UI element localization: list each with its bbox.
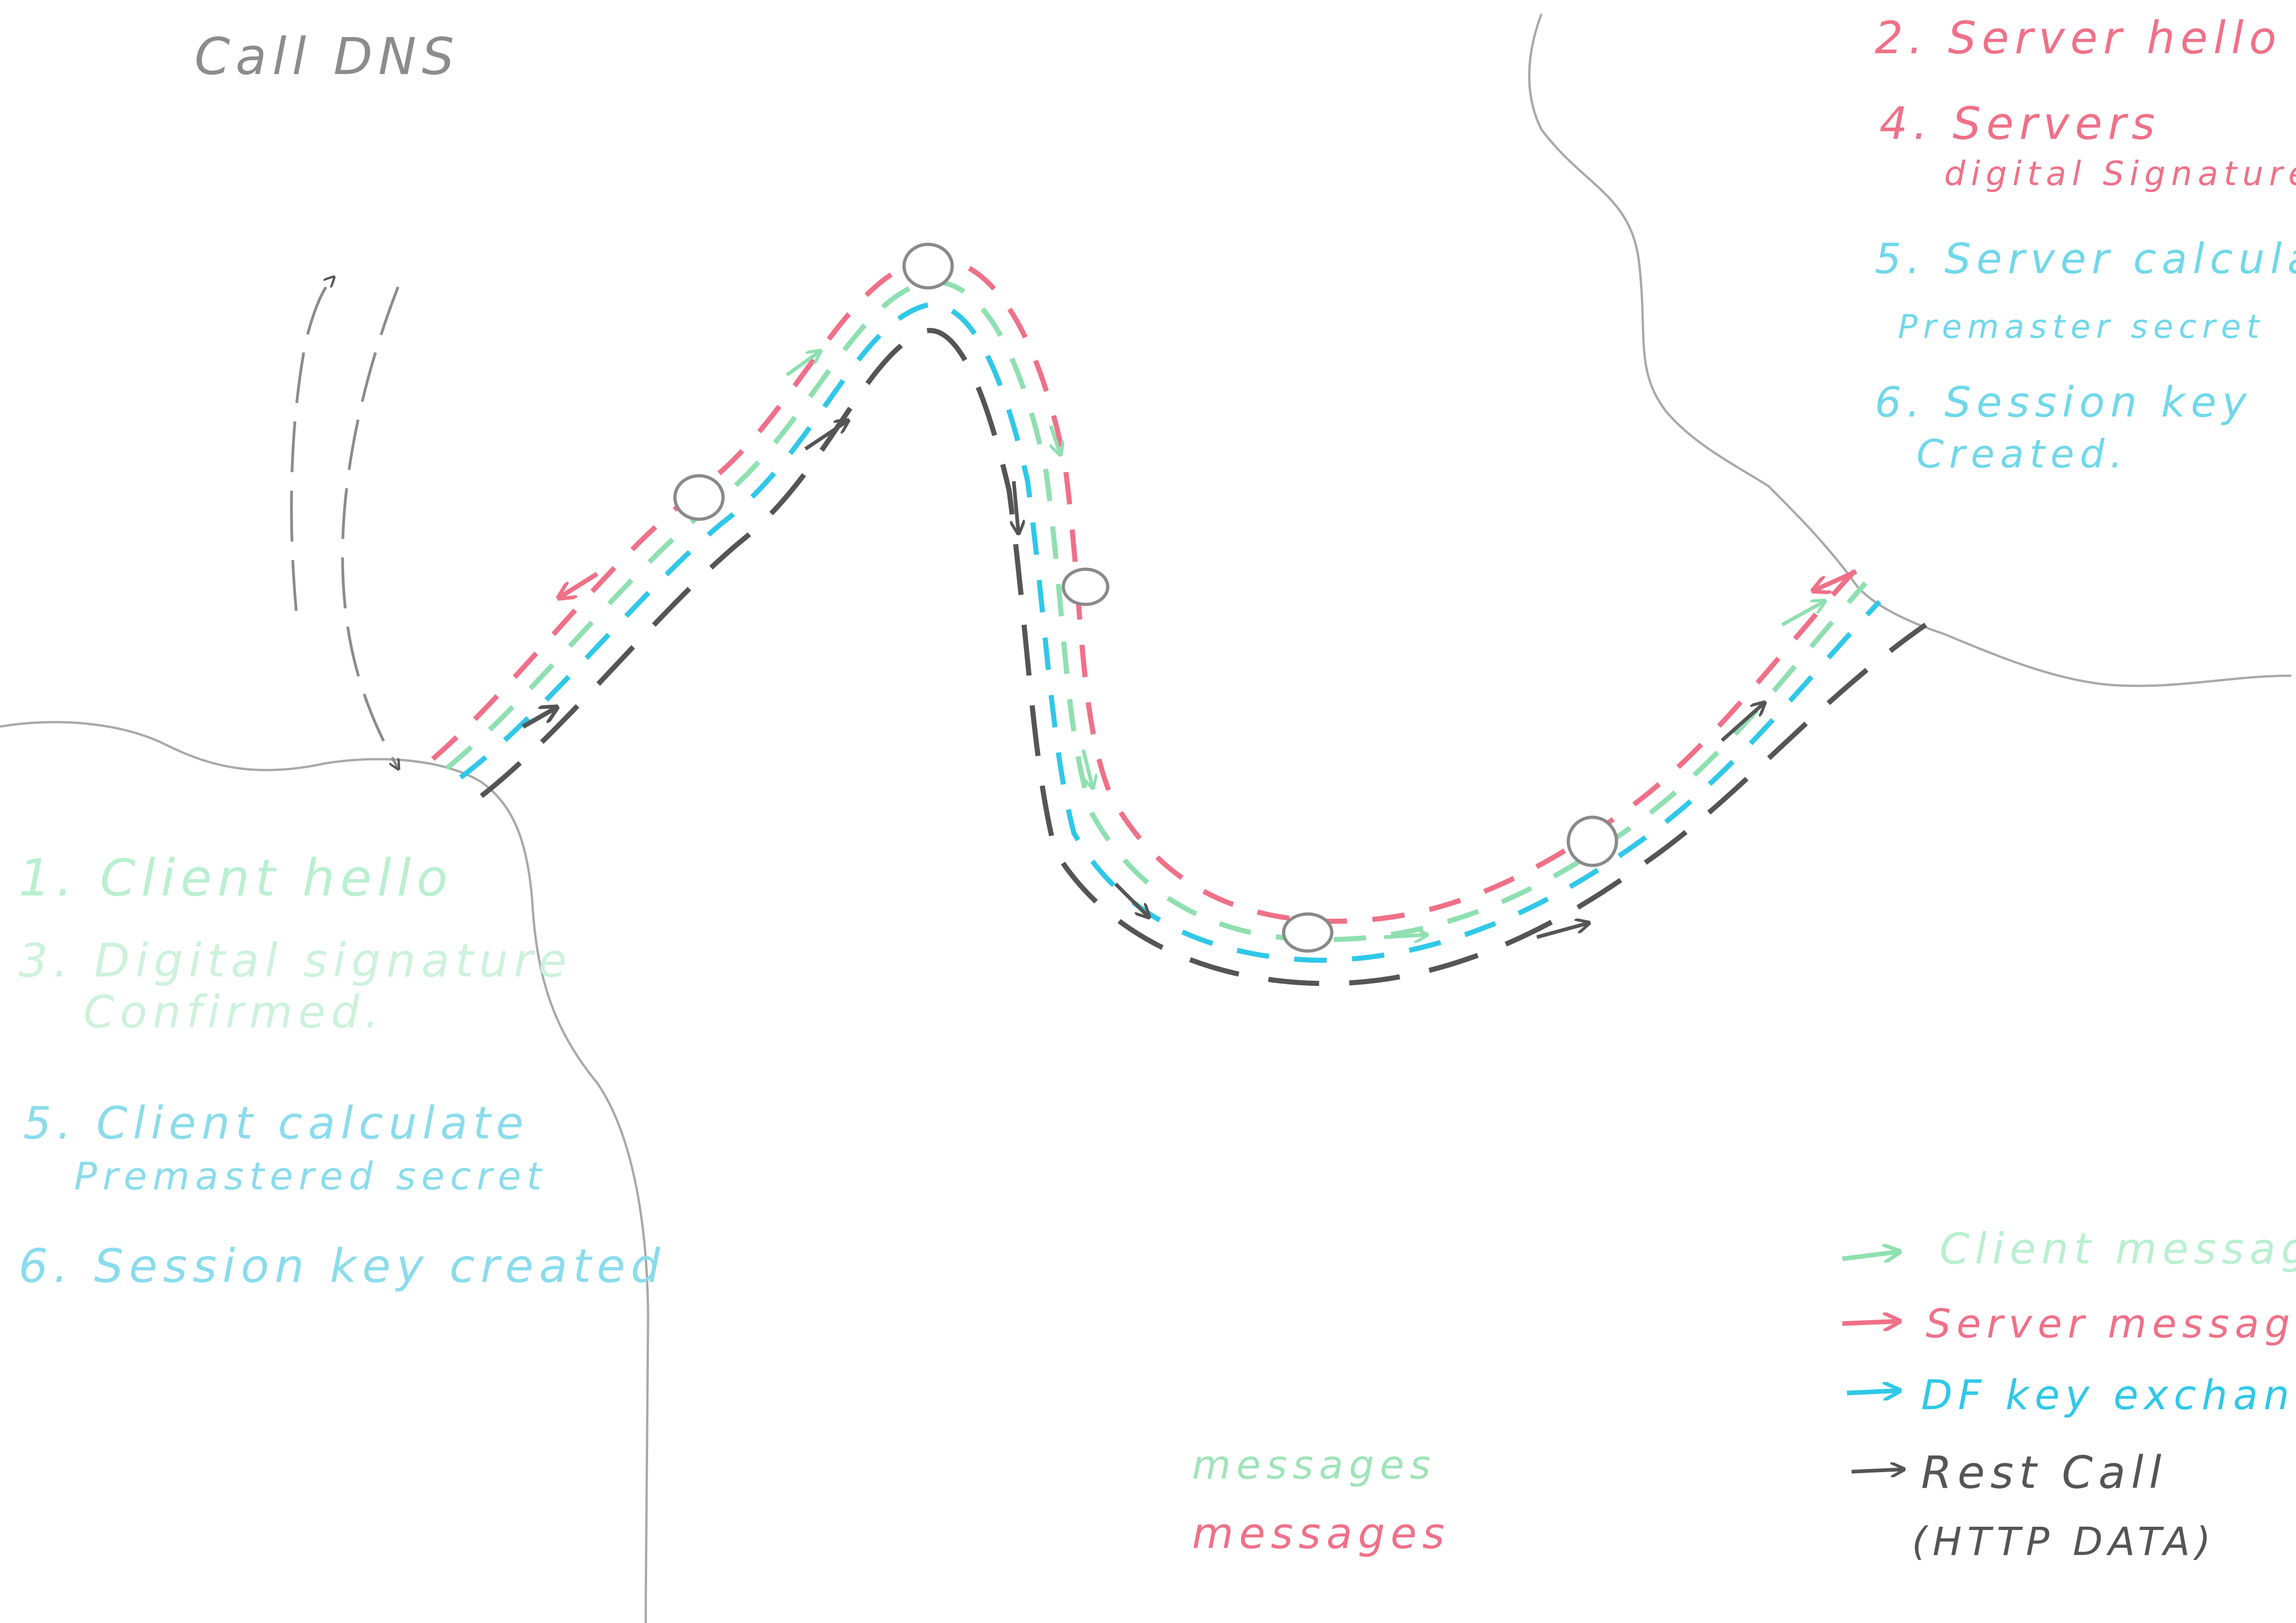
circle-icon: [1061, 567, 1110, 606]
arrowhead-icon: [1536, 923, 1588, 939]
server-notes: 2. Server hello 4. Servers digital Signa…: [1875, 12, 2296, 477]
circle-icon: [1566, 815, 1618, 867]
arrowhead-icon: [1781, 602, 1824, 627]
circle-icon: [1282, 912, 1334, 953]
dns-inbound-arrow: [341, 286, 398, 768]
legend-item-server: Server messages: [1842, 1301, 2296, 1347]
arrowhead-icon: [1384, 935, 1426, 937]
arrowhead-icon: [786, 352, 819, 377]
bottom-label-messages-red: messages: [1192, 1509, 1450, 1558]
client-note-digital-signature: 3. Digital signature: [19, 933, 573, 988]
rest-call-lane: [480, 328, 1928, 986]
client-note-session-key-created: 6. Session key created: [19, 1239, 666, 1293]
client-region-boundary: [0, 721, 649, 1623]
arrowhead-icon: [1842, 1321, 1898, 1324]
arrowhead-icon: [1014, 481, 1018, 532]
arrowhead-icon: [1114, 883, 1148, 916]
bottom-label-messages-green: messages: [1192, 1442, 1436, 1488]
arrowhead-icon: [1851, 1469, 1903, 1472]
circle-icon: [902, 243, 954, 290]
client-note-premastered-secret: Premastered secret: [74, 1155, 547, 1199]
legend-label-server: Server messages: [1926, 1301, 2296, 1347]
legend-label-dh: DF key exchange: [1921, 1371, 2296, 1419]
dh-key-exchange-lane: [459, 302, 1882, 963]
server-note-premaster-secret: Premaster secret: [1898, 308, 2265, 346]
server-note-digital-signature: digital Signature: [1944, 154, 2296, 193]
client-note-client-hello: 1. Client hello: [19, 848, 453, 908]
call-dns-label: Call DNS: [194, 27, 460, 86]
arrowhead-icon: [1721, 703, 1764, 742]
legend-item-rest: Rest Call (HTTP DATA): [1851, 1447, 2216, 1564]
arrowhead-icon: [522, 708, 555, 729]
server-note-session-key: 6. Session key: [1875, 378, 2252, 427]
arrowhead-icon: [1847, 1391, 1898, 1393]
client-notes: 1. Client hello 3. Digital signature Con…: [19, 848, 666, 1293]
server-region-boundary: [1528, 13, 2292, 687]
dns-call-arrows: [290, 278, 398, 768]
legend-label-client: Client messages: [1940, 1224, 2296, 1274]
arrowhead-icon: [1049, 425, 1060, 454]
server-note-servers: 4. Servers: [1879, 98, 2160, 149]
legend-item-dh: DF key exchange: [1847, 1371, 2296, 1419]
server-note-server-hello: 2. Server hello: [1875, 12, 2282, 64]
client-note-client-calculate: 5. Client calculate: [23, 1097, 529, 1149]
arrowhead-icon: [560, 572, 599, 597]
arrowhead-icon: [804, 421, 847, 451]
dns-outbound-arrow: [290, 278, 333, 611]
arrowhead-icon: [1081, 749, 1092, 787]
arrowhead-icon: [1842, 1252, 1898, 1259]
server-note-created: Created.: [1916, 431, 2128, 477]
legend-label-rest: Rest Call: [1921, 1447, 2167, 1499]
legend: Client messages Server messages DF key e…: [1842, 1224, 2296, 1564]
arrowhead-icon: [1815, 569, 1858, 590]
hop-nodes: [673, 243, 1618, 953]
legend-item-client: Client messages: [1842, 1224, 2296, 1274]
server-messages-lane: [431, 256, 1859, 924]
connection-lanes: [431, 256, 1928, 986]
lane-arrows: [522, 352, 1858, 939]
legend-label-rest-http: (HTTP DATA): [1912, 1519, 2216, 1564]
client-messages-lane: [445, 279, 1868, 942]
circle-icon: [673, 474, 725, 521]
client-note-confirmed: Confirmed.: [83, 986, 385, 1038]
server-note-server-calculates: 5. Server calculates: [1875, 235, 2296, 283]
